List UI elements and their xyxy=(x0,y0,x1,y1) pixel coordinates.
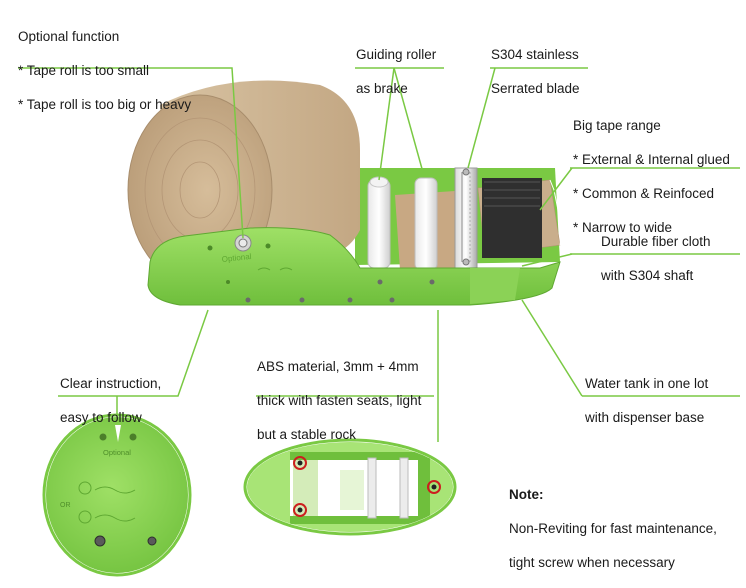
callout-optional-function: Optional function * Tape roll is too sma… xyxy=(18,11,191,130)
detail-optional-text: Optional xyxy=(103,448,131,457)
callout-optional-function-line-3: * Tape roll is too big or heavy xyxy=(18,97,192,112)
callout-tape-range-line-1: Big tape range xyxy=(573,118,661,133)
callout-fiber-cloth-line-2: with S304 shaft xyxy=(601,268,694,283)
leader-water-tank xyxy=(521,299,583,397)
callout-guiding-roller-line-2: as brake xyxy=(356,81,408,96)
callout-optional-function-line-1: Optional function xyxy=(18,29,120,44)
callout-clear-instruction: Clear instruction, easy to follow xyxy=(60,358,161,443)
callout-tape-range-line-4: * Narrow to wide xyxy=(573,220,673,235)
note-title: Note: xyxy=(509,487,544,502)
note-line-1: Non-Reviting for fast maintenance, xyxy=(509,521,717,536)
dispenser-side-panel: Optional xyxy=(147,227,561,306)
callout-optional-function-line-2: * Tape roll is too small xyxy=(18,63,150,78)
leader-guiding-roller-a xyxy=(378,67,395,181)
embossed-optional-text: Optional xyxy=(221,252,252,264)
leader-fiber-cloth xyxy=(521,253,573,267)
leader-tape-range xyxy=(539,167,573,211)
callout-fiber-cloth: Durable fiber cloth with S304 shaft xyxy=(601,216,711,301)
detail-side-panel: Optional OR xyxy=(42,413,192,577)
callout-clear-instruction-line-2: easy to follow xyxy=(60,410,142,425)
note-line-2: tight screw when necessary xyxy=(509,555,675,570)
fiber-cloth-shaft xyxy=(482,178,542,258)
callout-water-tank-line-1: Water tank in one lot xyxy=(585,376,709,391)
callout-blade-line-1: S304 stainless xyxy=(491,47,579,62)
callout-abs-material-line-3: but a stable rock xyxy=(257,427,357,442)
callout-guiding-roller-line-1: Guiding roller xyxy=(356,47,437,62)
leader-clear-instruction xyxy=(58,309,209,397)
detail-or-text: OR xyxy=(60,502,71,509)
guiding-rollers xyxy=(367,176,438,271)
callout-blade-line-2: Serrated blade xyxy=(491,81,580,96)
serrated-blade xyxy=(454,167,478,269)
leader-blade xyxy=(467,67,496,169)
callout-water-tank-line-2: with dispenser base xyxy=(585,410,705,425)
callout-tape-range-line-2: * External & Internal glued xyxy=(573,152,730,167)
callout-tape-range: Big tape range * External & Internal glu… xyxy=(573,100,730,253)
callout-abs-material-line-2: thick with fasten seats, light xyxy=(257,393,422,408)
callout-water-tank: Water tank in one lot with dispenser bas… xyxy=(585,358,708,443)
callout-abs-material-line-1: ABS material, 3mm + 4mm xyxy=(257,359,419,374)
leader-guiding-roller-b xyxy=(393,67,425,177)
tape-roll xyxy=(127,80,360,286)
callout-tape-range-line-3: * Common & Reinfoced xyxy=(573,186,715,201)
callout-abs-material: ABS material, 3mm + 4mm thick with faste… xyxy=(257,341,421,460)
leader-optional-function xyxy=(18,67,244,239)
note-box: Note: Non-Reviting for fast maintenance,… xyxy=(509,469,717,588)
detail-top-view xyxy=(243,438,457,536)
callout-clear-instruction-line-1: Clear instruction, xyxy=(60,376,162,391)
callout-fiber-cloth-line-1: Durable fiber cloth xyxy=(601,234,711,249)
callout-guiding-roller: Guiding roller as brake xyxy=(356,29,436,114)
callout-lines xyxy=(18,67,740,442)
callout-blade: S304 stainless Serrated blade xyxy=(491,29,580,114)
